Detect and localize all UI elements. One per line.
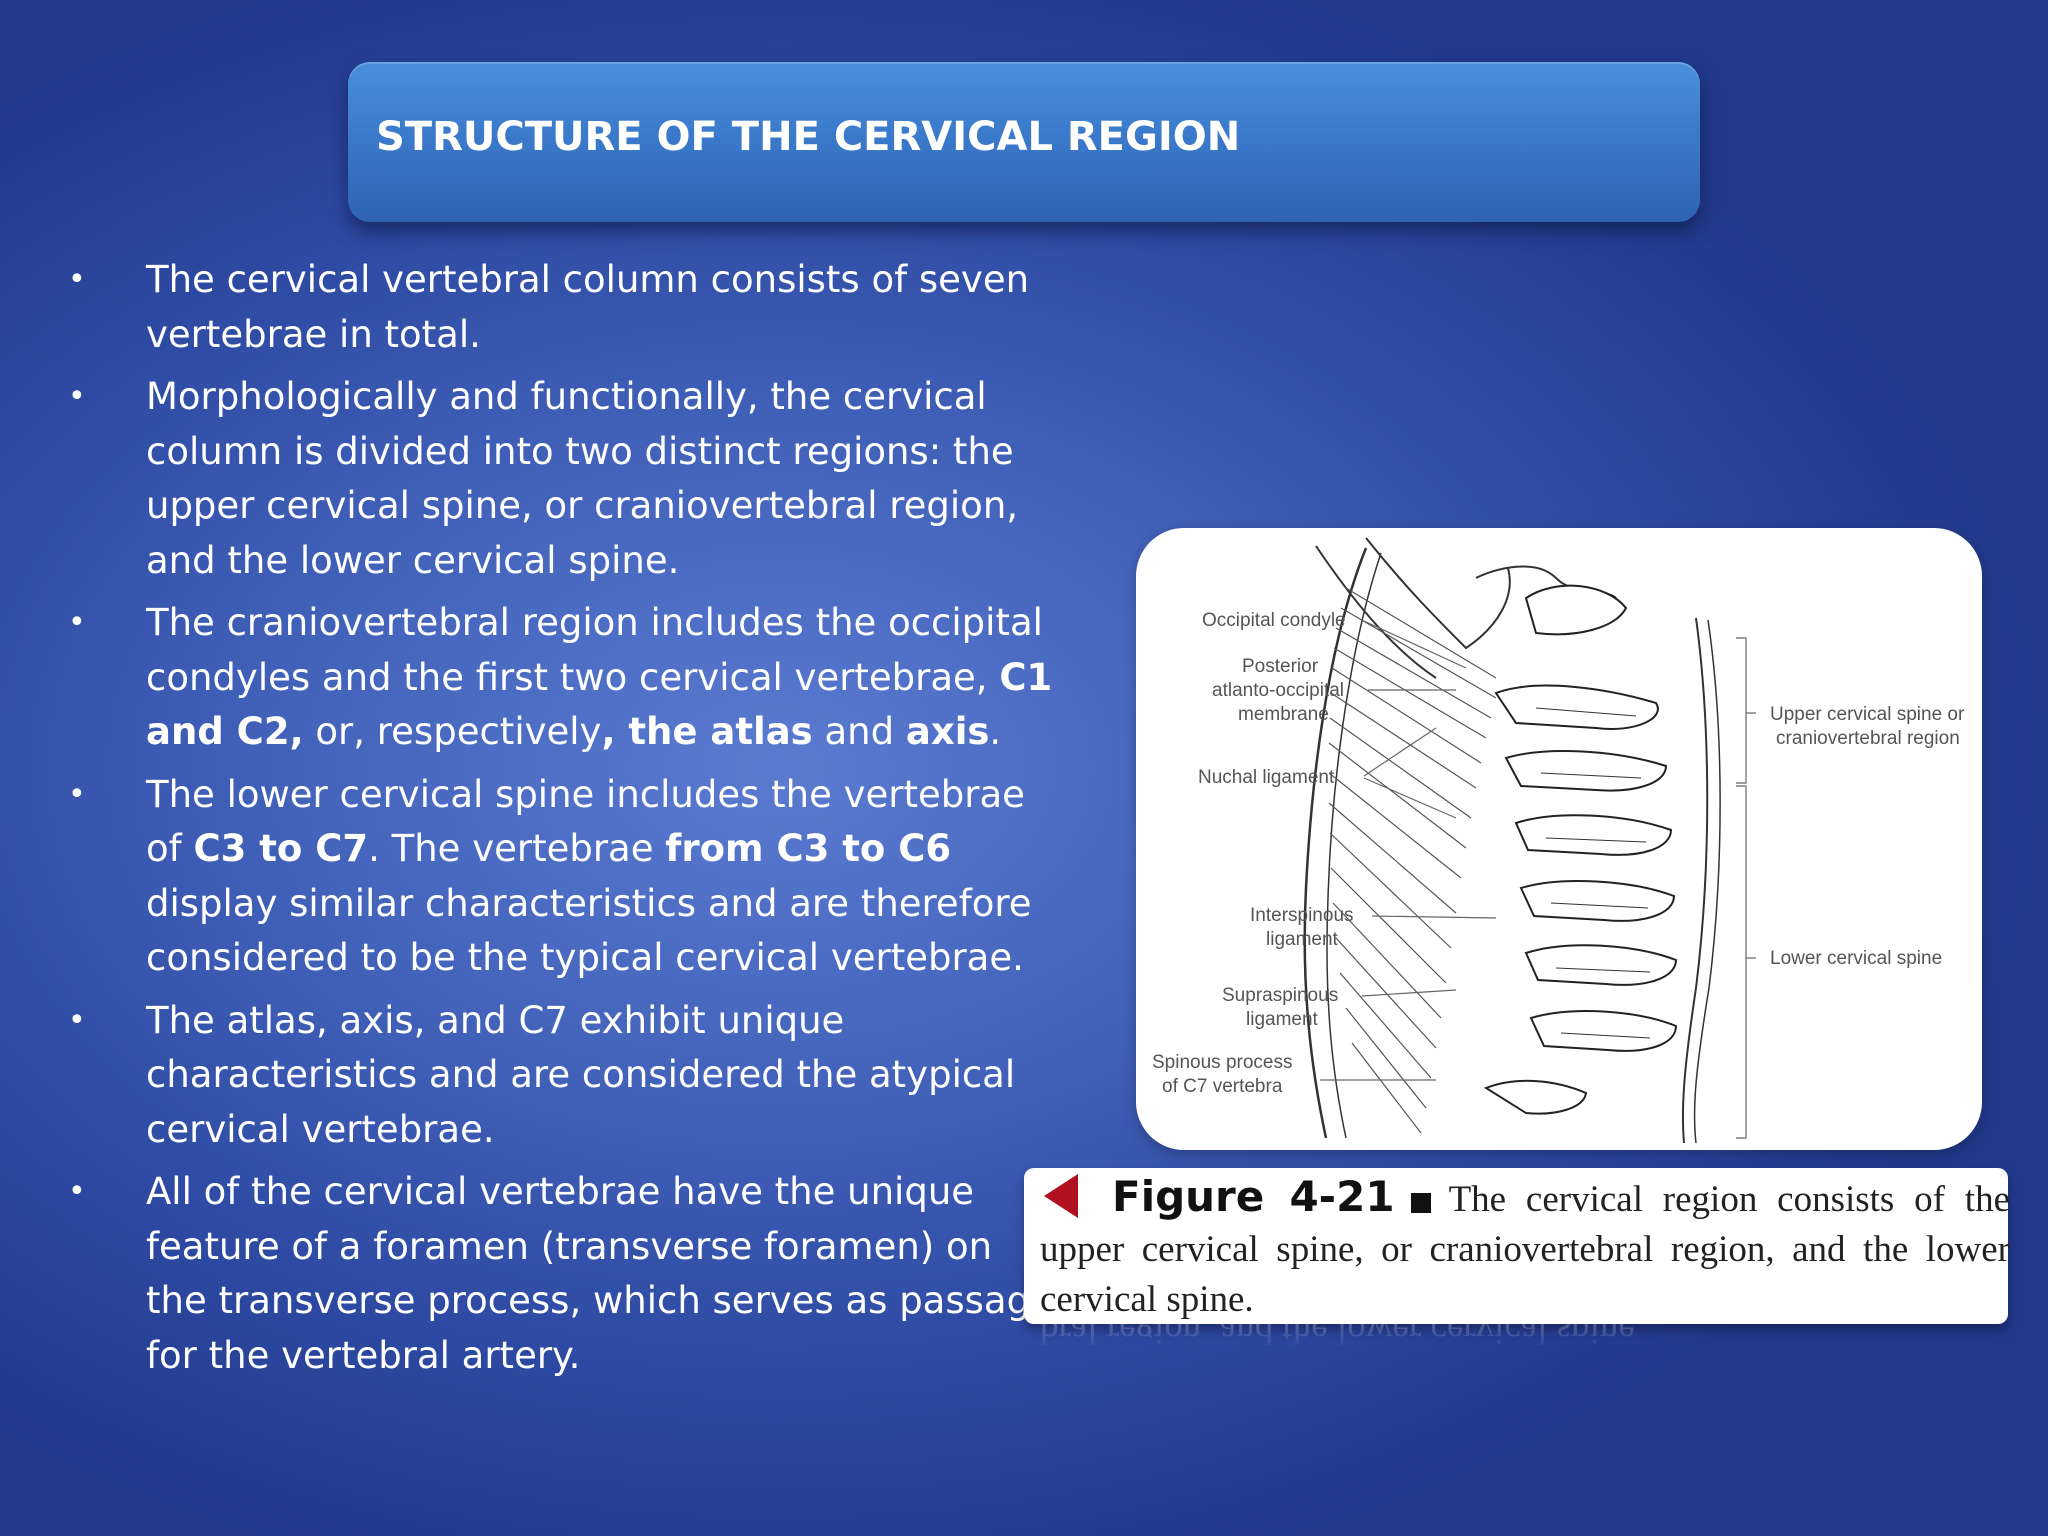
bullet-text-part: display similar characteristics and are … [146, 881, 1032, 980]
bullet-dot-icon: • [68, 605, 86, 640]
label-nuchal-ligament: Nuchal ligament [1198, 767, 1335, 788]
bullet-text: The cervical vertebral column consists o… [146, 253, 1054, 362]
slide-title: STRUCTURE OF THE CERVICAL REGION [376, 114, 1241, 160]
bullet-text-part: The atlas, axis, and C7 exhibit unique c… [146, 998, 1016, 1151]
bullet-dot-icon: • [68, 1002, 86, 1038]
bullet-dot-icon: • [68, 379, 86, 414]
bullet-text: The lower cervical spine includes the ve… [146, 768, 1054, 986]
bullet-text: Morphologically and functionally, the ce… [146, 370, 1054, 588]
bullet-text-part: . The vertebrae [368, 827, 666, 870]
bullet-text-part: and [812, 710, 906, 753]
bullet-text-part: or, respectively [303, 710, 602, 753]
label-interspinous-1: Interspinous [1250, 905, 1354, 926]
bullet-item: • The atlas, axis, and C7 exhibit unique … [64, 994, 1054, 1158]
label-lower-cervical: Lower cervical spine [1770, 948, 1942, 969]
bullet-item: • The lower cervical spine includes the … [64, 768, 1054, 986]
bullet-text-bold: axis [905, 710, 990, 753]
bullet-text-part: The craniovertebral region includes the … [146, 601, 1043, 699]
bullet-text-part: Morphologically and functionally, the ce… [146, 375, 1019, 582]
caption-figure-number: Figure 4-21 [1112, 1172, 1395, 1221]
label-supraspinous-1: Supraspinous [1222, 985, 1338, 1006]
bullet-dot-icon: • [68, 1174, 86, 1209]
bullet-text-part: All of the cervical vertebrae have the u… [146, 1170, 1053, 1377]
bullet-text-bold: C1 and C2, [146, 655, 1053, 754]
bullet-item: • The craniovertebral region includes th… [64, 596, 1054, 760]
label-posterior-1: Posterior [1242, 656, 1319, 677]
spine-figure: Occipital condyle Posterior atlanto-occi… [1136, 528, 1982, 1150]
bullet-dot-icon: • [68, 262, 86, 297]
bullet-text: All of the cervical vertebrae have the u… [146, 1165, 1054, 1383]
caption-arrow-icon [1044, 1174, 1078, 1218]
label-interspinous-2: ligament [1266, 929, 1339, 950]
label-posterior-2: atlanto-occipital [1212, 680, 1344, 701]
label-occipital-condyle: Occipital condyle [1202, 610, 1346, 631]
title-banner: STRUCTURE OF THE CERVICAL REGION [348, 62, 1700, 222]
bullet-text-part: The cervical vertebral column consists o… [146, 258, 1030, 356]
bullet-list: • The cervical vertebral column consists … [64, 253, 1054, 1391]
caption-reflection-text: bral region, and the lower cervical spin… [1040, 1324, 1645, 1351]
bullet-text-part: The lower cervical spine includes the ve… [146, 772, 1025, 871]
bullet-text-bold: C3 to C7 [193, 827, 369, 870]
bullet-text-part: . [989, 710, 1002, 753]
bullet-text-bold: , the atlas [601, 710, 813, 753]
cervical-spine-illustration: Occipital condyle Posterior atlanto-occi… [1152, 537, 1965, 1144]
caption-reflection: bral region, and the lower cervical spin… [1024, 1324, 2008, 1364]
label-spinous-process-2: of C7 vertebra [1162, 1076, 1283, 1097]
caption-square-icon [1410, 1192, 1431, 1213]
bullet-text: The atlas, axis, and C7 exhibit unique c… [146, 994, 1054, 1158]
label-upper-cervical-2: craniovertebral region [1776, 728, 1960, 749]
bullet-text-bold: from C3 to C6 [665, 827, 952, 870]
bullet-item: • All of the cervical vertebrae have the… [64, 1165, 1054, 1383]
bullet-text: The craniovertebral region includes the … [146, 596, 1054, 760]
label-upper-cervical-1: Upper cervical spine or [1770, 704, 1965, 725]
label-posterior-3: membrane [1238, 704, 1329, 725]
caption-text: The cervical region consists of the uppe… [1040, 1179, 2010, 1320]
label-spinous-process-1: Spinous process [1152, 1052, 1292, 1073]
label-supraspinous-2: ligament [1246, 1009, 1319, 1030]
bullet-item: • The cervical vertebral column consists … [64, 253, 1054, 362]
bullet-item: • Morphologically and functionally, the … [64, 370, 1054, 588]
bullet-dot-icon: • [68, 776, 86, 812]
